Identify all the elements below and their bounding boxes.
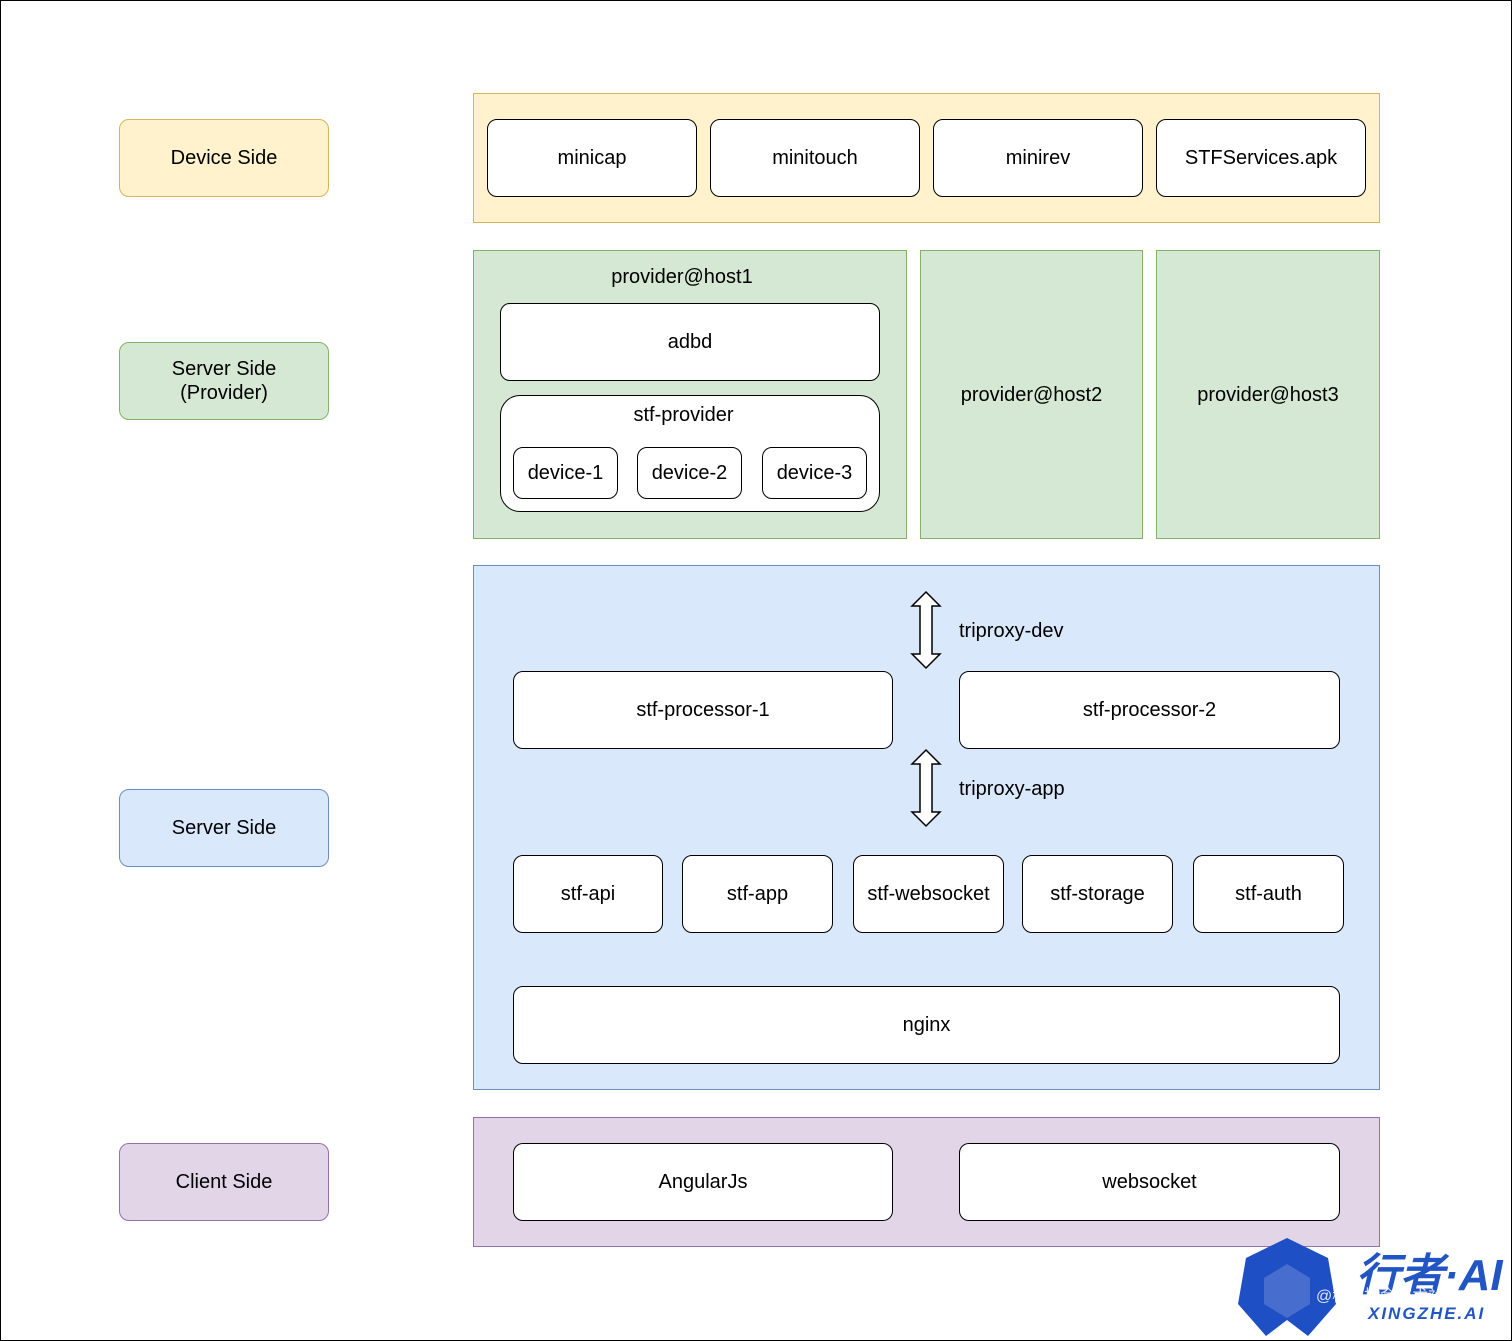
minicap-node: minicap bbox=[487, 119, 697, 197]
device-side-label: Device Side bbox=[119, 119, 329, 197]
stf-app-node: stf-app bbox=[682, 855, 833, 933]
triproxy-app-arrow-icon bbox=[910, 748, 942, 828]
provider-host1-title: provider@host1 bbox=[611, 266, 753, 288]
minirev-node: minirev bbox=[933, 119, 1143, 197]
provider-host3-region: provider@host3 bbox=[1156, 250, 1380, 539]
stf-websocket-node: stf-websocket bbox=[853, 855, 1004, 933]
watermark-community: @稀土掘金技术社区 bbox=[1316, 1288, 1461, 1305]
provider-side-label: Server Side (Provider) bbox=[119, 342, 329, 420]
device-2-node: device-2 bbox=[637, 447, 742, 499]
watermark-domain: XINGZHE.AI bbox=[1368, 1304, 1486, 1323]
client-side-label: Client Side bbox=[119, 1143, 329, 1221]
stf-storage-node: stf-storage bbox=[1022, 855, 1173, 933]
triproxy-dev-arrow-icon bbox=[910, 590, 942, 670]
watermark-brand: 行者·AI bbox=[1356, 1251, 1503, 1300]
stf-processor-2-node: stf-processor-2 bbox=[959, 671, 1340, 749]
triproxy-dev-label: triproxy-dev bbox=[959, 620, 1064, 642]
stfservices-apk-node: STFServices.apk bbox=[1156, 119, 1366, 197]
provider-host2-region: provider@host2 bbox=[920, 250, 1143, 539]
stf-api-node: stf-api bbox=[513, 855, 663, 933]
stf-auth-node: stf-auth bbox=[1193, 855, 1344, 933]
adbd-node: adbd bbox=[500, 303, 880, 381]
websocket-node: websocket bbox=[959, 1143, 1340, 1221]
xingzhe-logo-icon bbox=[1238, 1238, 1336, 1336]
angularjs-node: AngularJs bbox=[513, 1143, 893, 1221]
device-3-node: device-3 bbox=[762, 447, 867, 499]
nginx-node: nginx bbox=[513, 986, 1340, 1064]
minitouch-node: minitouch bbox=[710, 119, 920, 197]
device-1-node: device-1 bbox=[513, 447, 618, 499]
stf-processor-1-node: stf-processor-1 bbox=[513, 671, 893, 749]
stf-provider-title: stf-provider bbox=[633, 404, 734, 426]
server-side-label: Server Side bbox=[119, 789, 329, 867]
triproxy-app-label: triproxy-app bbox=[959, 778, 1065, 800]
